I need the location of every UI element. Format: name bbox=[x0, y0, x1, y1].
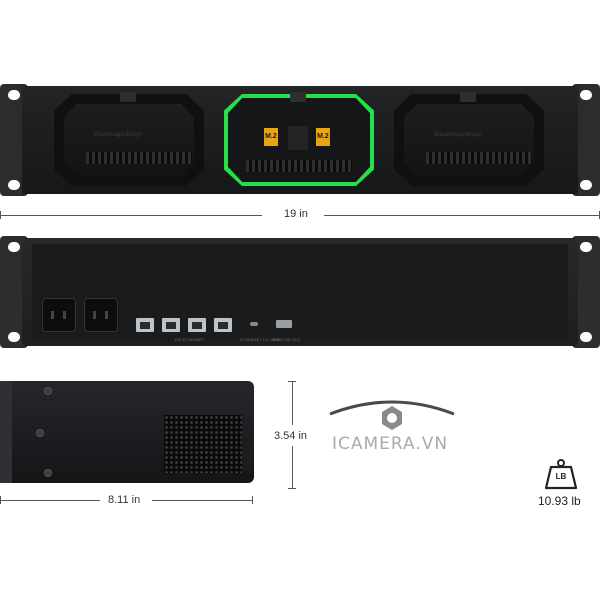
drive-bay-inner: Blackmagicdesign bbox=[404, 104, 534, 176]
bay-logo: Blackmagicdesign bbox=[94, 132, 143, 138]
rack-hole bbox=[580, 242, 592, 252]
bay-vents bbox=[246, 160, 352, 172]
power-pin bbox=[105, 311, 108, 319]
width-dimension-line bbox=[324, 215, 600, 216]
power-pin bbox=[63, 311, 66, 319]
height-dimension-line bbox=[292, 381, 293, 425]
hdmi-label: MONITOR OUT bbox=[272, 337, 301, 342]
bay-latch-3[interactable] bbox=[460, 92, 476, 102]
bay-latch-1[interactable] bbox=[120, 92, 136, 102]
ethernet-port-2[interactable] bbox=[162, 318, 180, 332]
depth-dimension-line bbox=[0, 500, 100, 501]
rear-panel: 10G ETHERNET ETHERNET 1G / USB MONITOR O… bbox=[22, 238, 578, 346]
weight-icon-label: LB bbox=[555, 472, 567, 481]
dimension-tick bbox=[288, 488, 296, 489]
screw bbox=[44, 387, 52, 395]
power-pin bbox=[51, 311, 54, 319]
power-inlet-1[interactable] bbox=[42, 298, 76, 332]
front-panel: Blackmagicdesign M.2 M.2 Blackmagicdesig… bbox=[22, 86, 578, 194]
screw bbox=[36, 429, 44, 437]
vent-grille bbox=[164, 415, 242, 473]
rack-hole bbox=[8, 180, 20, 190]
ethernet-port-1[interactable] bbox=[136, 318, 154, 332]
drive-bay-inner: M.2 M.2 bbox=[228, 98, 370, 182]
rack-hole bbox=[580, 90, 592, 100]
brand-logo-text: ICAMERA.VN bbox=[332, 434, 449, 454]
bay-logo: Blackmagicdesign bbox=[434, 132, 483, 138]
side-view bbox=[0, 381, 254, 483]
bay-vents bbox=[426, 152, 532, 164]
ethernet-port-3[interactable] bbox=[188, 318, 206, 332]
ethernet-port-4[interactable] bbox=[214, 318, 232, 332]
width-dimension-line bbox=[0, 215, 262, 216]
bay-center-module bbox=[288, 126, 308, 150]
rack-hole bbox=[8, 332, 20, 342]
depth-dimension-line bbox=[152, 500, 252, 501]
drive-bay-1[interactable]: Blackmagicdesign bbox=[54, 94, 204, 186]
m2-badge-right: M.2 bbox=[316, 128, 330, 146]
side-front-lip bbox=[0, 381, 12, 483]
weight-icon bbox=[544, 459, 578, 490]
rack-hole bbox=[8, 90, 20, 100]
usb-label: ETHERNET 1G / USB bbox=[240, 337, 280, 342]
drive-bay-3[interactable]: Blackmagicdesign bbox=[394, 94, 544, 186]
height-dimension-line bbox=[292, 446, 293, 488]
rear-inner-panel bbox=[32, 244, 568, 340]
bay-vents bbox=[86, 152, 192, 164]
ethernet-label: 10G ETHERNET bbox=[174, 337, 205, 342]
rack-hole bbox=[580, 180, 592, 190]
drive-bay-2-active[interactable]: M.2 M.2 bbox=[224, 94, 374, 186]
rack-hole bbox=[580, 332, 592, 342]
rack-hole bbox=[8, 242, 20, 252]
depth-dimension-label: 8.11 in bbox=[108, 494, 141, 506]
brand-logo-arc bbox=[329, 400, 455, 430]
weight-value: 10.93 lb bbox=[538, 494, 581, 508]
power-inlet-2[interactable] bbox=[84, 298, 118, 332]
m2-badge-left: M.2 bbox=[264, 128, 278, 146]
usb-c-port[interactable] bbox=[250, 322, 258, 326]
screw bbox=[44, 469, 52, 477]
bay-latch-2[interactable] bbox=[290, 92, 306, 102]
width-dimension-label: 19 in bbox=[284, 208, 308, 220]
hdmi-port[interactable] bbox=[276, 320, 292, 328]
side-rear-step bbox=[244, 441, 252, 471]
height-dimension-label: 3.54 in bbox=[274, 430, 308, 442]
dimension-tick bbox=[252, 496, 253, 504]
power-pin bbox=[93, 311, 96, 319]
drive-bay-inner: Blackmagicdesign bbox=[64, 104, 194, 176]
